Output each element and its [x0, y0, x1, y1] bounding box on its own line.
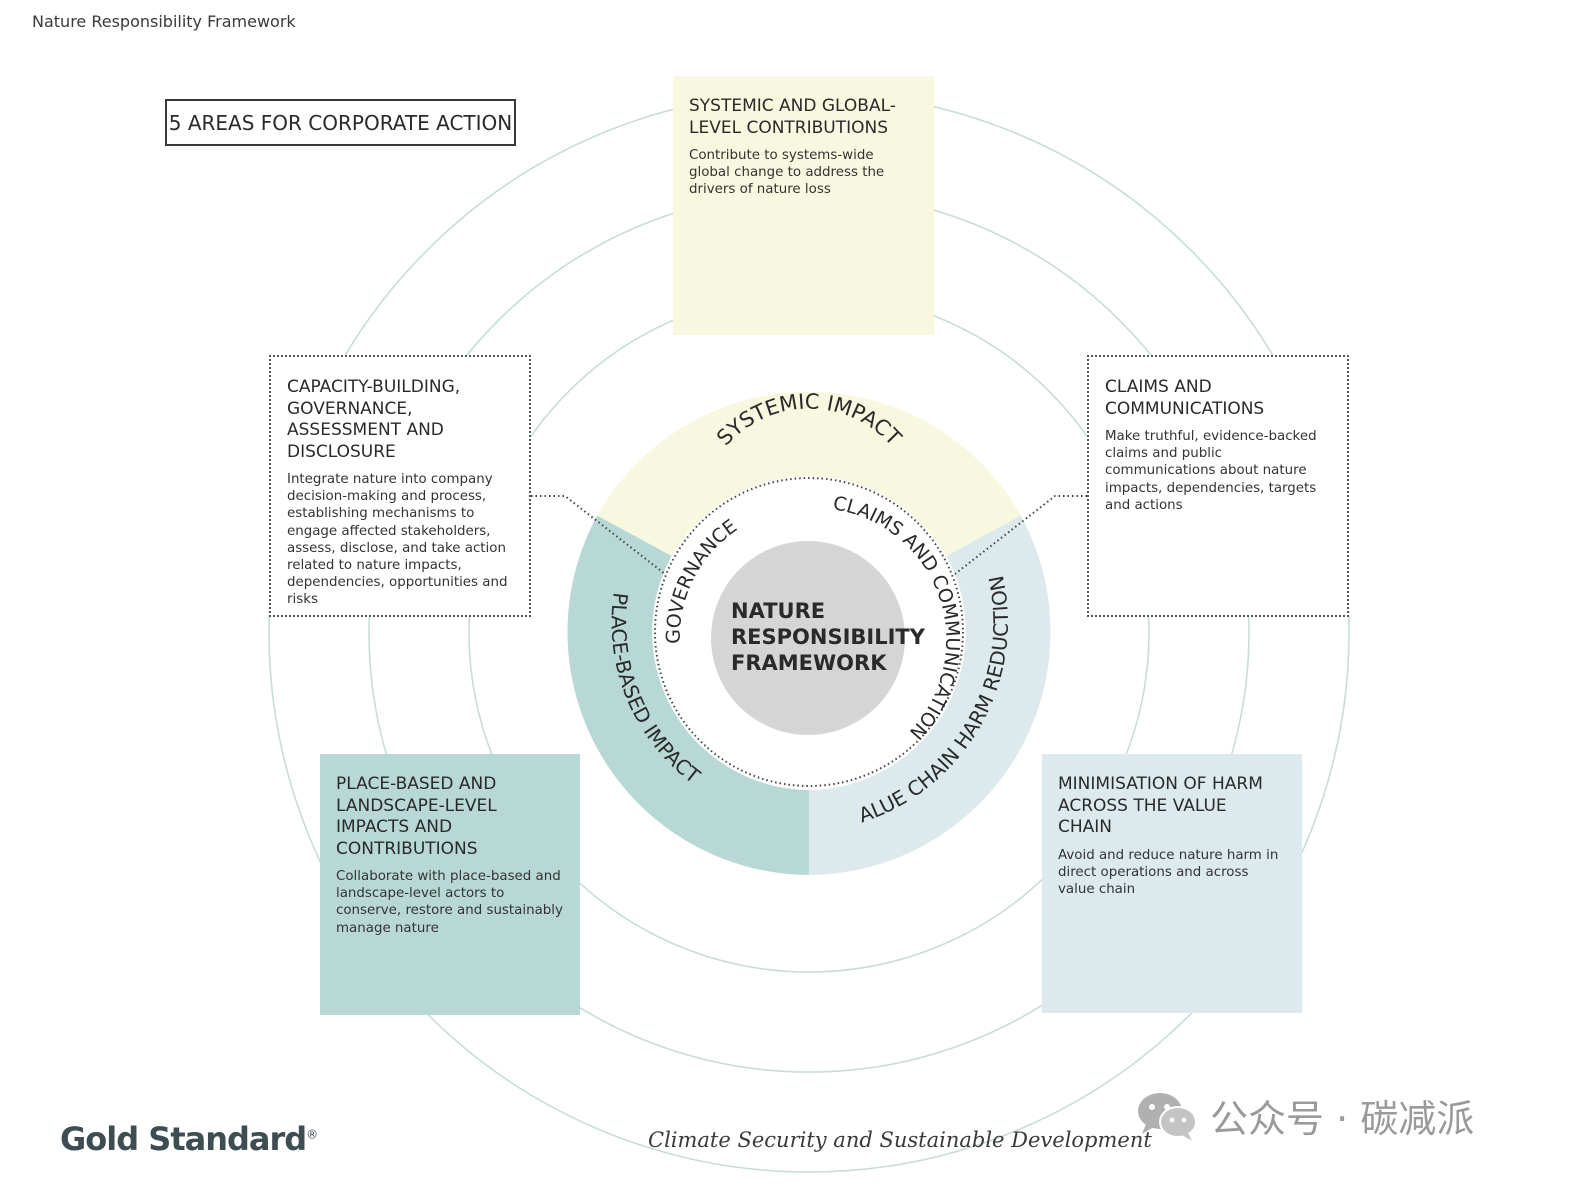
inner-dotted-ring — [654, 477, 964, 787]
watermark: 公众号 · 碳减派 — [1136, 1088, 1474, 1143]
center-disc — [711, 541, 905, 735]
footer-tagline: Climate Security and Sustainable Develop… — [648, 1128, 1152, 1152]
segment-place — [567, 515, 809, 875]
segment-value-chain — [809, 515, 1051, 875]
watermark-text: 公众号 · 碳减派 — [1210, 1097, 1475, 1141]
area-box-claims: CLAIMS AND COMMUNICATIONS Make truthful,… — [1087, 355, 1349, 617]
area-box-place: PLACE-BASED AND LANDSCAPE-LEVEL IMPACTS … — [320, 754, 580, 1015]
area-box-capacity: CAPACITY-BUILDING, GOVERNANCE, ASSESSMEN… — [269, 355, 531, 617]
logo-mark: ® — [306, 1127, 318, 1142]
areas-title: 5 AREAS FOR CORPORATE ACTION — [165, 99, 516, 146]
area-description: Collaborate with place-based and landsca… — [336, 869, 563, 936]
area-heading: CLAIMS AND COMMUNICATIONS — [1105, 377, 1265, 419]
area-description: Make truthful, evidence-backed claims an… — [1105, 429, 1317, 513]
area-description: Integrate nature into company decision-m… — [287, 472, 508, 608]
gold-standard-logo: Gold Standard® — [60, 1120, 318, 1158]
center-line-1: NATURE — [731, 599, 825, 623]
segment-systemic — [597, 391, 1021, 556]
page-header: Nature Responsibility Framework — [32, 12, 296, 31]
area-box-systemic: SYSTEMIC AND GLOBAL-LEVEL CONTRIBUTIONS … — [673, 76, 934, 335]
area-description: Avoid and reduce nature harm in direct o… — [1058, 847, 1279, 897]
connector-claims — [954, 495, 1087, 575]
area-description: Contribute to systems-wide global change… — [689, 148, 885, 198]
wechat-icon — [1138, 1092, 1197, 1141]
logo-text: Gold Standard — [60, 1120, 307, 1158]
area-box-harm: MINIMISATION OF HARM ACROSS THE VALUE CH… — [1042, 754, 1302, 1013]
area-heading: SYSTEMIC AND GLOBAL-LEVEL CONTRIBUTIONS — [689, 96, 896, 138]
area-heading: MINIMISATION OF HARM ACROSS THE VALUE CH… — [1058, 774, 1263, 837]
center-line-2: RESPONSIBILITY — [731, 625, 926, 649]
area-heading: PLACE-BASED AND LANDSCAPE-LEVEL IMPACTS … — [336, 774, 497, 859]
area-heading: CAPACITY-BUILDING, GOVERNANCE, ASSESSMEN… — [287, 377, 461, 462]
center-line-3: FRAMEWORK — [731, 651, 887, 675]
